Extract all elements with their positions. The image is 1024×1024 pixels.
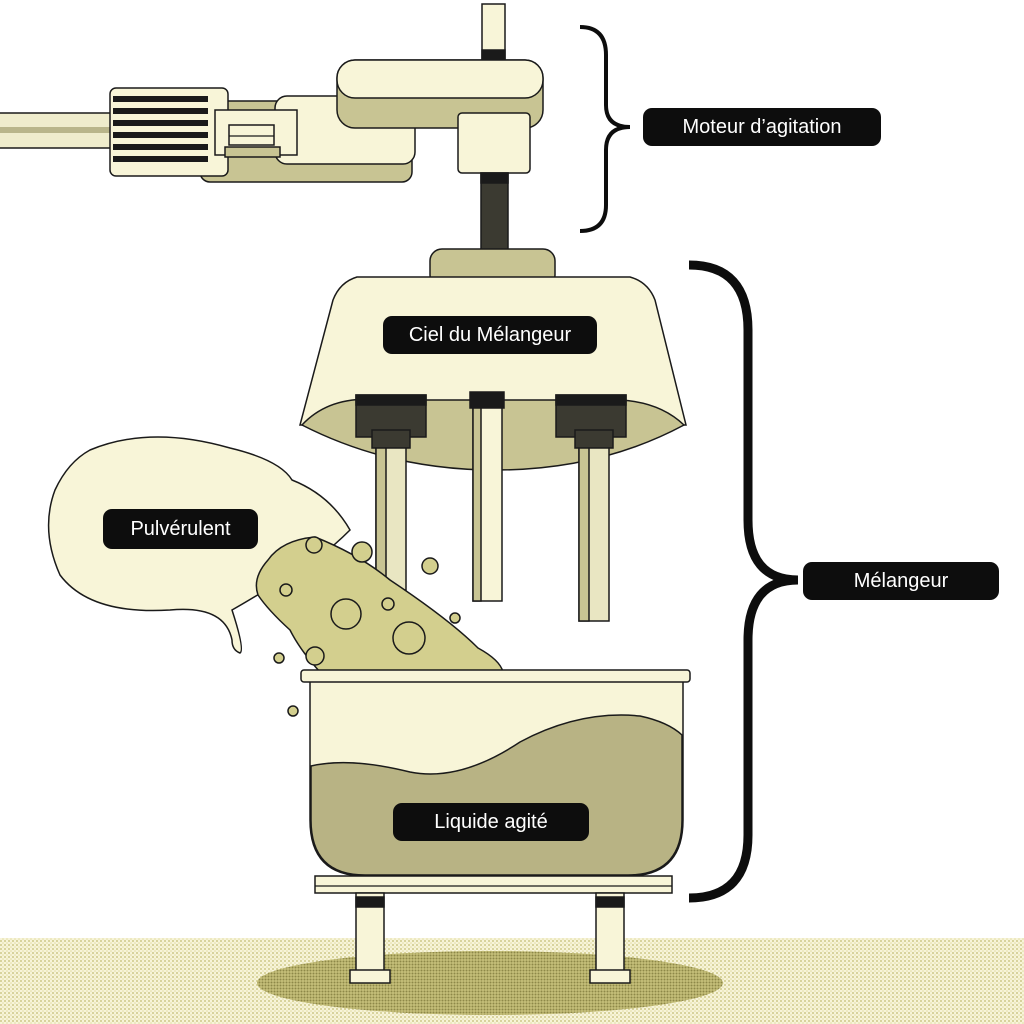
- motor-assembly: [0, 3, 544, 252]
- floor-shadow: [257, 951, 723, 1015]
- liquid-label: Liquide agité: [393, 803, 589, 841]
- powder-bubbles: [273, 536, 461, 717]
- mixing-tank: [300, 669, 691, 894]
- gearbox: [457, 112, 531, 174]
- tank-rim: [300, 669, 691, 683]
- tank-legs: [349, 892, 631, 984]
- powder-stream: [255, 536, 504, 673]
- lid-label: Ciel du Mélangeur: [383, 316, 597, 354]
- drive-shaft: [480, 172, 509, 252]
- mixer-label: Mélangeur: [803, 562, 999, 600]
- motor-label: Moteur d’agitation: [643, 108, 881, 146]
- powder-label: Pulvérulent: [103, 509, 258, 549]
- tank-base: [314, 875, 673, 894]
- cooling-fins: [113, 96, 208, 162]
- motor-bracket: [579, 25, 631, 233]
- agitator-shafts: [371, 407, 614, 622]
- mixer-bracket: [688, 260, 799, 903]
